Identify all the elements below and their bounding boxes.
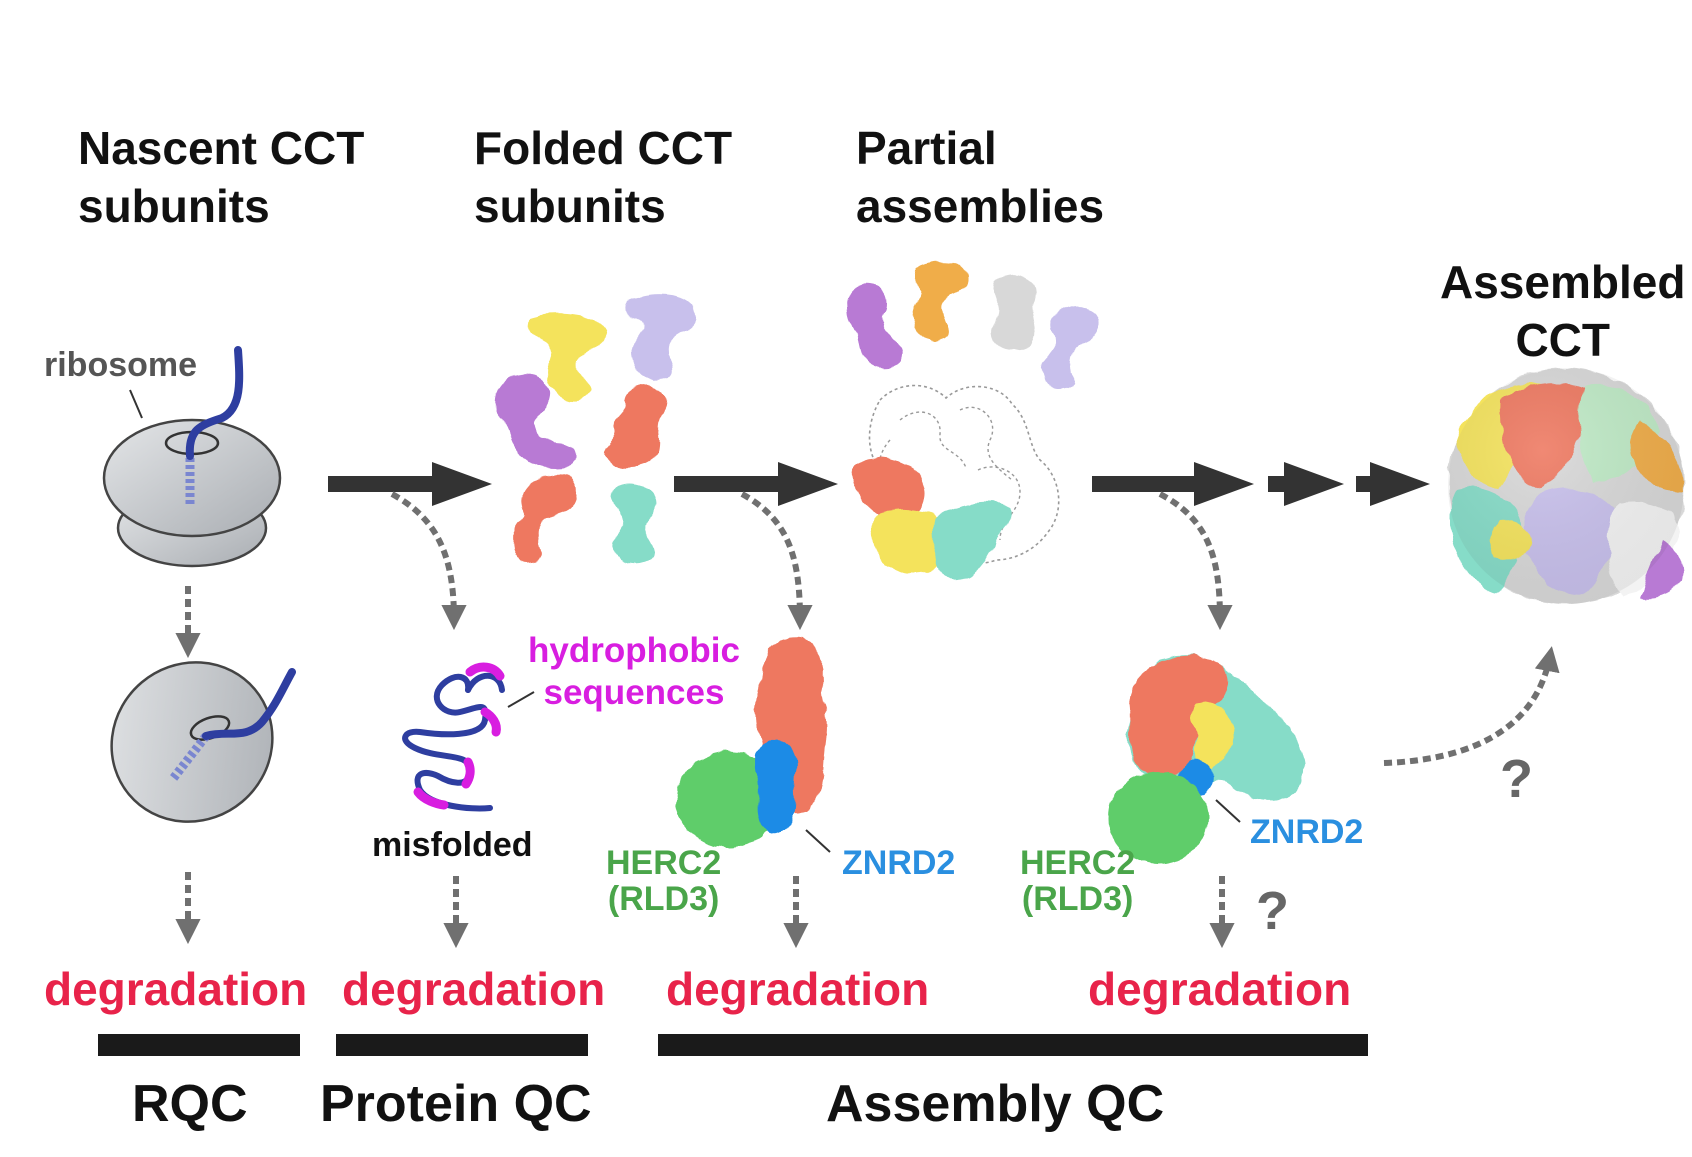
assembled-cct-complex <box>1448 368 1684 604</box>
qc-label-protein: Protein QC <box>320 1075 592 1133</box>
question-mark-assembly: ? <box>1500 749 1533 809</box>
herc2-rld3-label-a: HERC2 (RLD3) <box>606 844 722 918</box>
arrow-folded-to-partial <box>674 462 838 506</box>
degradation-label-assembly-b: degradation <box>1088 963 1352 1015</box>
folded-subunits-group <box>494 294 696 564</box>
misfolded-label: misfolded <box>372 826 533 864</box>
herc2-znrd2-complex-a <box>676 637 831 853</box>
arrow-partial-to-assembled-3 <box>1356 462 1430 506</box>
arrow-partial-to-assembled-1 <box>1092 462 1254 506</box>
degradation-label-protein-qc: degradation <box>342 963 606 1015</box>
dashed-vertical-arrows <box>175 586 1235 949</box>
arrow-nascent-to-folded <box>328 462 492 506</box>
stage-title-assembled: Assembled CCT <box>1440 256 1686 366</box>
stage-title-folded: Folded CCT subunits <box>474 122 733 232</box>
assembly-qc-bar <box>658 1034 1368 1056</box>
degradation-label-assembly-a: degradation <box>666 963 930 1015</box>
qc-bars <box>98 1034 1368 1056</box>
stage-title-nascent: Nascent CCT subunits <box>78 122 365 232</box>
dashed-branch-arrows <box>390 491 1560 766</box>
degradation-label-rqc: degradation <box>44 963 308 1015</box>
partial-assembly-complex <box>851 384 1060 581</box>
arrow-partial-to-assembled-2 <box>1268 462 1344 506</box>
qc-label-rqc: RQC <box>132 1075 248 1133</box>
main-pathway-arrows <box>328 462 1430 506</box>
hydrophobic-sequences-label: hydrophobic sequences <box>528 631 740 712</box>
question-mark-degradation: ? <box>1256 881 1289 941</box>
znrd2-label-a: ZNRD2 <box>842 844 956 882</box>
herc2-rld3-label-b: HERC2 (RLD3) <box>1020 844 1136 918</box>
herc2-znrd2-complex-b <box>1108 655 1304 864</box>
misfolded-protein-icon <box>402 662 535 812</box>
ribosome-icon <box>102 346 282 568</box>
protein-qc-bar <box>336 1034 588 1056</box>
rqc-bar <box>98 1034 300 1056</box>
partial-free-subunits <box>847 261 1099 391</box>
znrd2-label-b: ZNRD2 <box>1250 813 1364 851</box>
stage-title-partial: Partial assemblies <box>856 122 1105 232</box>
ribosome-label: ribosome <box>44 346 198 384</box>
stalled-ribosome-icon <box>110 661 296 823</box>
qc-label-assembly: Assembly QC <box>826 1075 1165 1133</box>
